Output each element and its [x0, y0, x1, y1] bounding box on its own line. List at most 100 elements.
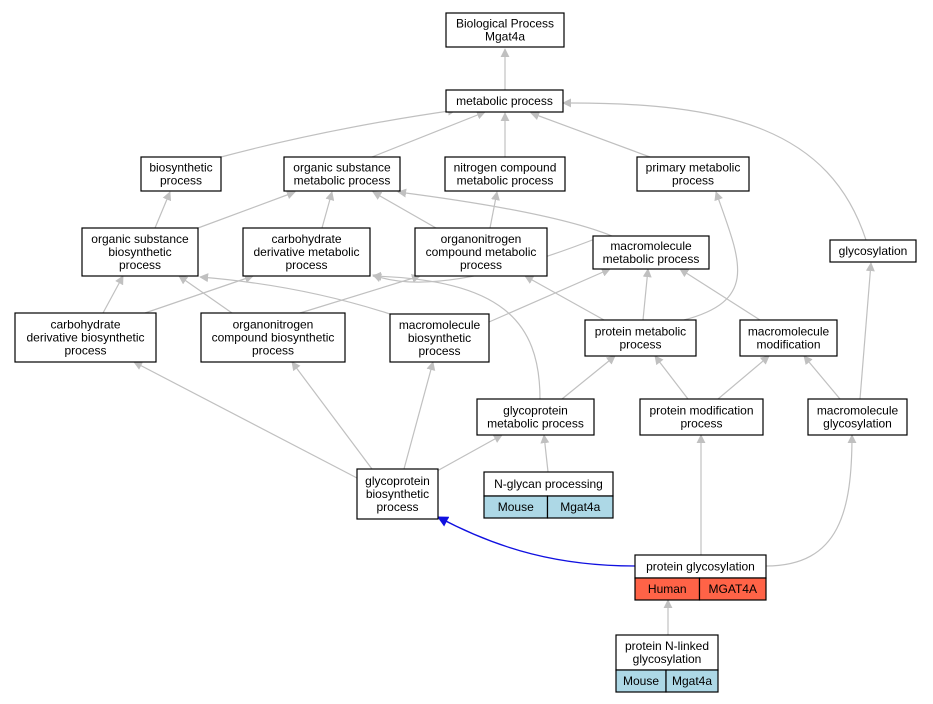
node-metabolic[interactable]: metabolic process: [445, 89, 564, 113]
node-label-protein-modification-1: process: [680, 417, 722, 431]
node-label-macromolecule-biosynthetic-1: biosynthetic: [408, 331, 471, 345]
species-label-nglycan: Mouse: [498, 500, 534, 514]
node-label-primary-metabolic-0: primary metabolic: [646, 161, 741, 175]
node-box-protein-nlinked: [615, 634, 719, 671]
edge-glycoprotein-biosynthetic-to-carb-deriv-biosynthetic: [133, 361, 358, 479]
node-label-macromolecule-metabolic-1: metabolic process: [603, 252, 700, 266]
edge-macromolecule-biosynthetic-to-organic-biosynthetic: [199, 273, 391, 315]
node-label-biosynthetic-1: process: [160, 174, 202, 188]
edge-glycosylation-to-metabolic: [562, 98, 867, 241]
edge-protein-metabolic-to-primary-metabolic: [683, 191, 739, 321]
node-glycosylation[interactable]: glycosylation: [829, 239, 917, 263]
edge-macromolecule-glycosylation-to-macromolecule-modification: [803, 355, 841, 400]
node-box-bp: [445, 12, 565, 48]
edge-protein-modification-to-protein-metabolic: [654, 355, 689, 400]
edge-primary-metabolic-to-metabolic: [530, 111, 651, 158]
node-box-glycoprotein-biosynthetic: [356, 468, 439, 520]
edge-macromolecule-biosynthetic-to-macromolecule-metabolic: [488, 268, 611, 323]
node-label-bp-1: Mgat4a: [485, 30, 525, 44]
node-label-organic-biosynthetic-1: biosynthetic: [108, 245, 171, 259]
node-label-protein-metabolic-1: process: [619, 338, 661, 352]
node-label-organonitrogen-metabolic-1: compound metabolic: [426, 245, 537, 259]
node-label-protein-nlinked-0: protein N-linked: [625, 639, 709, 653]
node-label-carb-deriv-biosynthetic-0: carbohydrate: [50, 318, 120, 332]
gene-label-protein-glycosylation: MGAT4A: [709, 582, 757, 596]
node-box-organic-metabolic: [283, 156, 401, 192]
edge-macromolecule-modification-to-macromolecule-metabolic: [679, 268, 761, 321]
node-label-carb-deriv-metabolic-2: process: [285, 258, 327, 272]
edge-macromolecule-metabolic-to-metabolic: [372, 236, 601, 283]
edge-protein-glycosylation-to-glycoprotein-biosynthetic-highlight: [437, 516, 636, 567]
node-box-nitrogen-metabolic: [444, 156, 566, 192]
edge-carb-deriv-biosynthetic-to-organic-biosynthetic: [102, 275, 124, 314]
node-label-organonitrogen-biosynthetic-2: process: [252, 344, 294, 358]
edge-nglycan-to-glycoprotein-metabolic: [540, 434, 550, 473]
edge-organonitrogen-metabolic-to-nitrogen-metabolic: [489, 191, 500, 229]
node-box-macromolecule-glycosylation: [807, 398, 908, 436]
node-label-protein-glycosylation-0: protein glycosylation: [646, 560, 755, 574]
node-box-organonitrogen-biosynthetic: [200, 312, 346, 363]
edge-protein-metabolic-to-organonitrogen-metabolic: [524, 275, 605, 321]
node-label-organic-metabolic-0: organic substance: [293, 161, 391, 175]
node-box-metabolic: [445, 89, 564, 113]
node-label-carb-deriv-biosynthetic-2: process: [64, 344, 106, 358]
node-box-primary-metabolic: [636, 156, 750, 192]
edge-organic-biosynthetic-to-biosynthetic: [154, 191, 172, 229]
edge-organonitrogen-biosynthetic-to-organonitrogen-metabolic: [299, 274, 421, 314]
node-label-carb-deriv-metabolic-0: carbohydrate: [271, 232, 341, 246]
node-label-glycoprotein-metabolic-1: metabolic process: [487, 417, 584, 431]
node-label-protein-modification-0: protein modification: [649, 404, 753, 418]
node-label-primary-metabolic-1: process: [672, 174, 714, 188]
node-label-macromolecule-glycosylation-0: macromolecule: [817, 404, 899, 418]
node-label-macromolecule-modification-1: modification: [756, 338, 820, 352]
node-label-bp-0: Biological Process: [456, 17, 554, 31]
node-label-organonitrogen-metabolic-2: process: [460, 258, 502, 272]
node-box-protein-modification: [639, 398, 764, 436]
node-label-organic-biosynthetic-0: organic substance: [91, 232, 189, 246]
edge-organonitrogen-metabolic-to-organic-metabolic: [372, 191, 437, 229]
node-box-biosynthetic: [140, 156, 222, 192]
node-label-organic-metabolic-1: metabolic process: [294, 174, 391, 188]
edge-biosynthetic-to-metabolic: [220, 106, 457, 158]
node-label-macromolecule-biosynthetic-2: process: [418, 344, 460, 358]
edge-protein-modification-to-macromolecule-modification: [717, 355, 770, 400]
edge-protein-metabolic-to-macromolecule-metabolic: [642, 268, 652, 321]
edge-protein-glycosylation-to-macromolecule-glycosylation: [765, 434, 857, 567]
node-box-carb-deriv-biosynthetic: [14, 312, 157, 363]
node-label-nitrogen-metabolic-1: metabolic process: [457, 174, 554, 188]
node-label-metabolic-0: metabolic process: [456, 94, 553, 108]
node-box-protein-metabolic: [584, 319, 697, 357]
node-label-glycoprotein-biosynthetic-2: process: [376, 500, 418, 514]
node-label-organonitrogen-metabolic-0: organonitrogen: [441, 232, 522, 246]
edge-organic-metabolic-to-metabolic: [371, 110, 486, 158]
edge-glycoprotein-metabolic-to-carb-deriv-metabolic: [372, 271, 541, 400]
edge-glycoprotein-metabolic-to-protein-metabolic: [561, 355, 616, 400]
edge-glycoprotein-biosynthetic-to-organonitrogen-biosynthetic: [291, 361, 373, 470]
node-label-biosynthetic-0: biosynthetic: [149, 161, 212, 175]
edge-glycoprotein-biosynthetic-to-macromolecule-biosynthetic: [403, 361, 436, 470]
gene-cell-protein-glycosylation: [698, 577, 767, 601]
